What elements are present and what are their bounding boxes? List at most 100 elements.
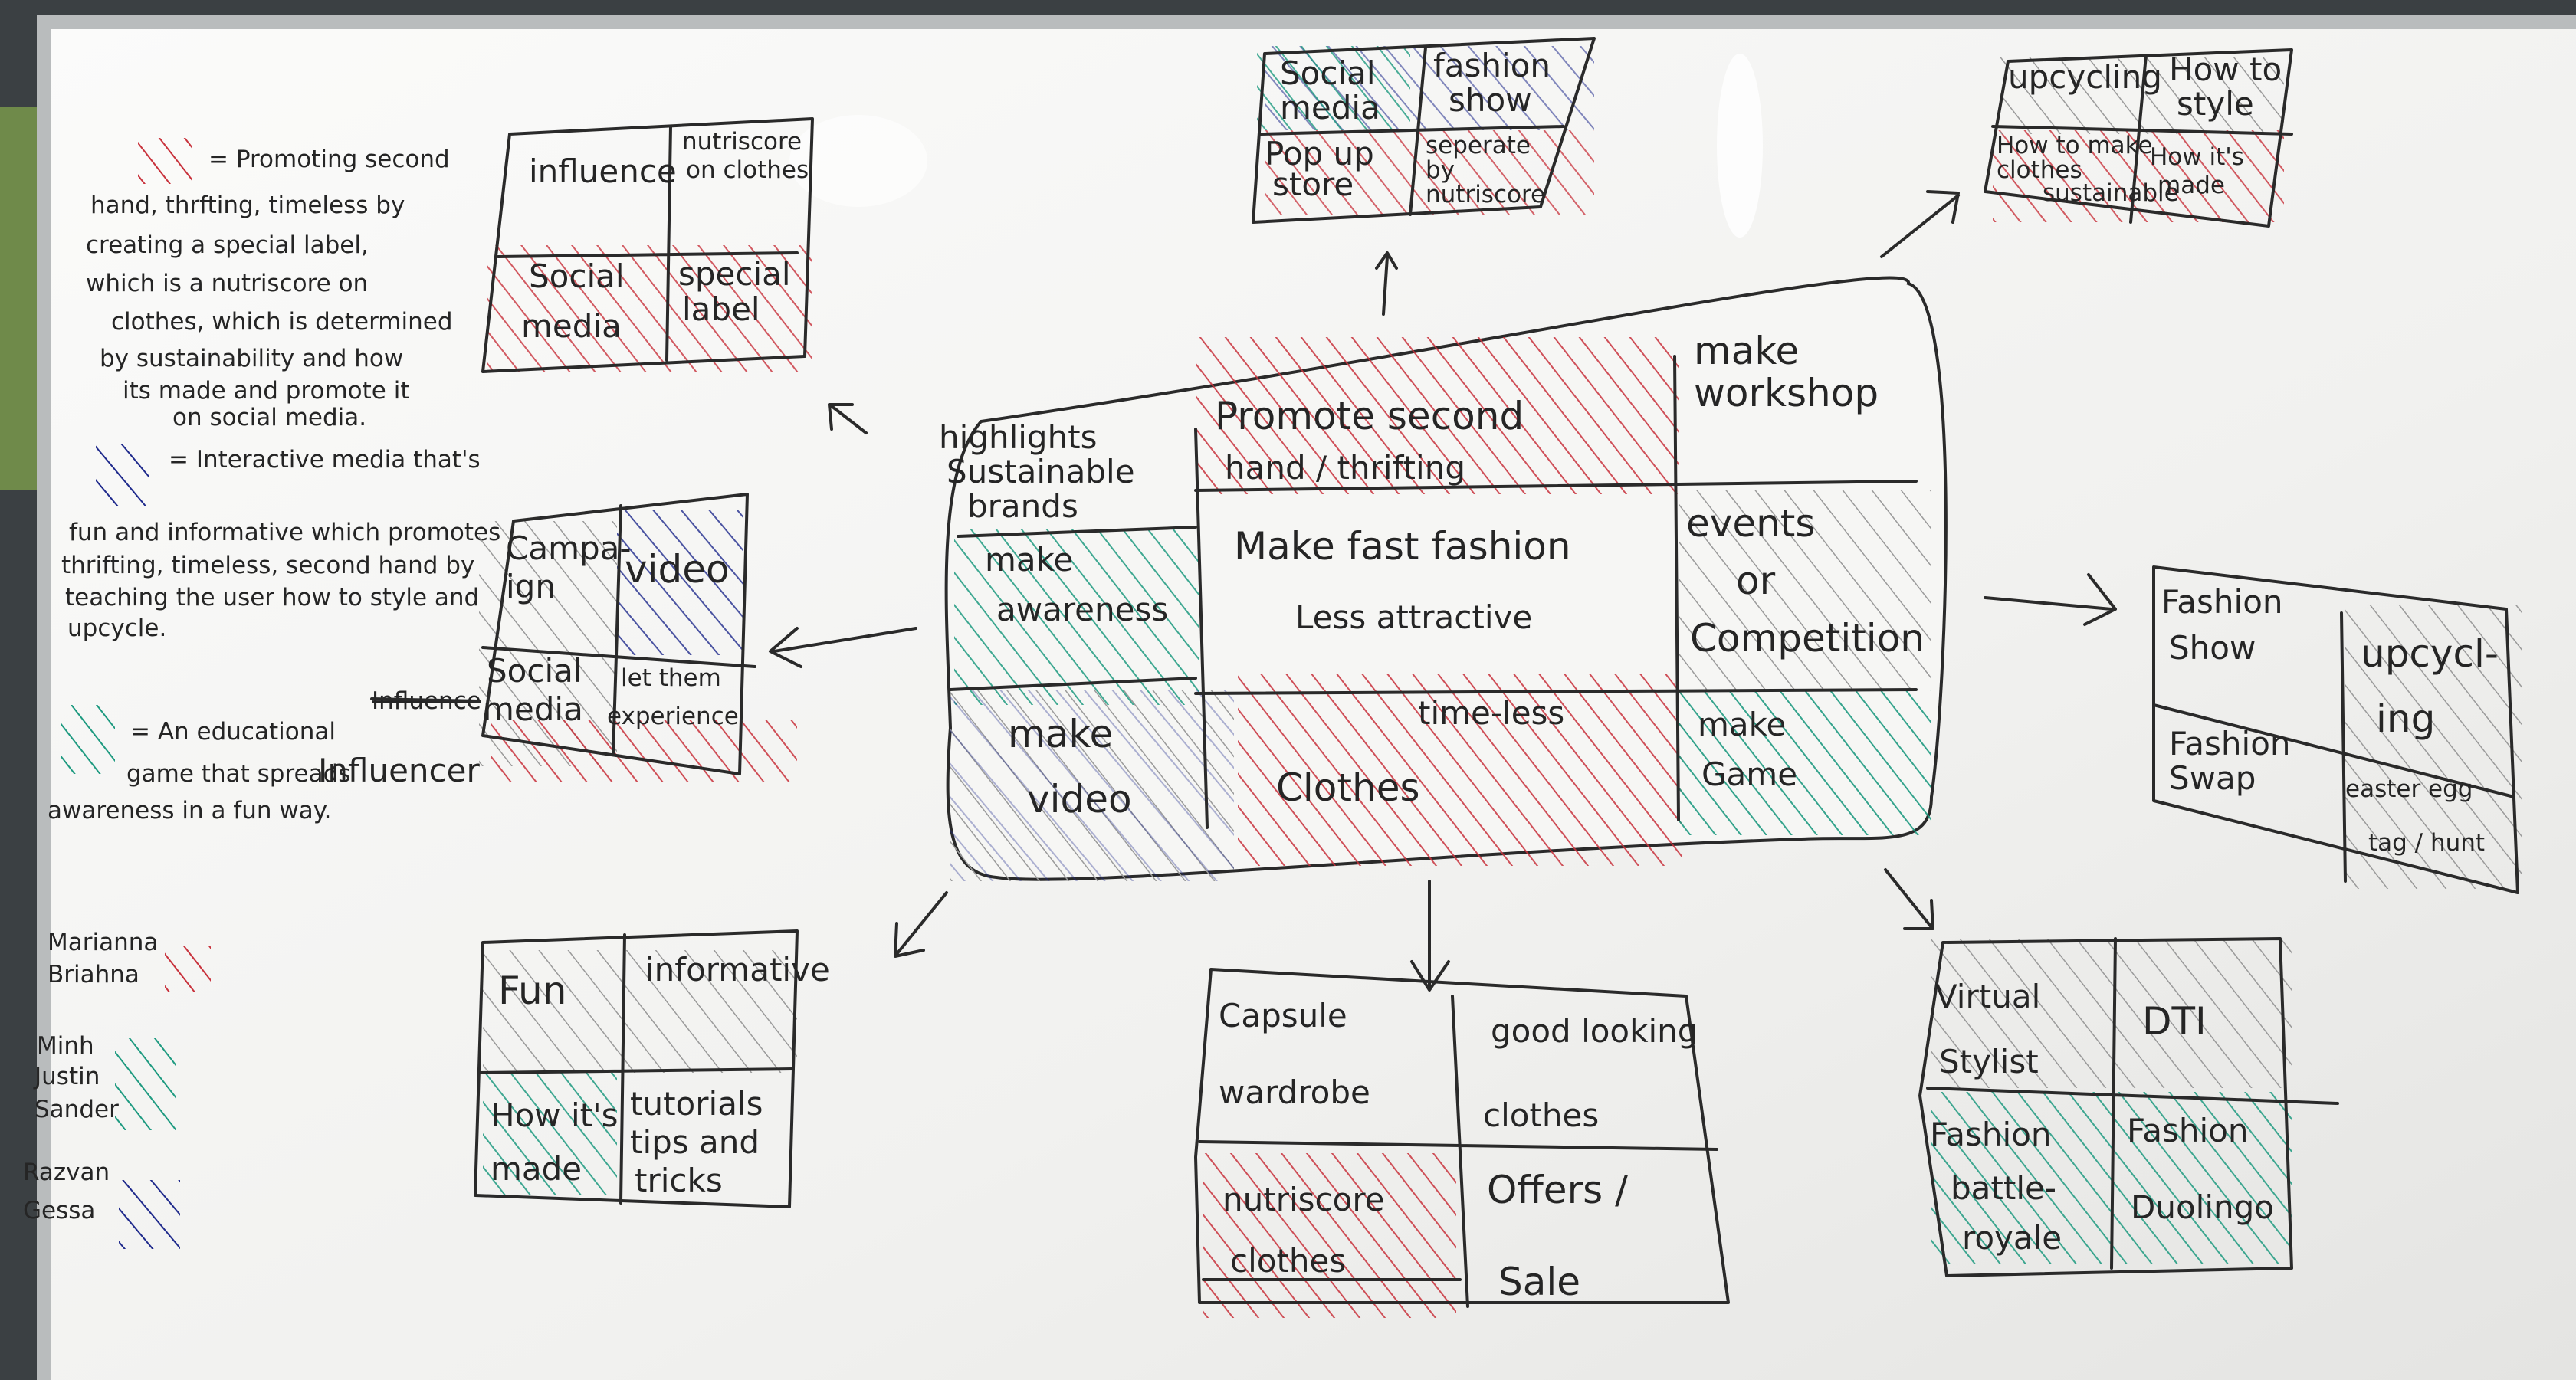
grid-cell-text: battle- [1951, 1169, 2056, 1207]
hub-cell-text: make [1698, 706, 1786, 743]
grid-cell-text: good looking [1491, 1012, 1698, 1050]
hub-cell-text: Sustainable [947, 453, 1135, 490]
team-teal-name: Sander [34, 1096, 119, 1123]
grid-cell-text: nutriscore [1222, 1181, 1385, 1218]
team-red-name: Briahna [48, 961, 139, 988]
grid-cell-text: Capsule [1219, 997, 1347, 1034]
team-blue-name: Razvan [23, 1159, 110, 1186]
grid-cell-text: media [1280, 89, 1380, 126]
idea-grid-game: Virtual Stylist DTI Fashion battle- roya… [1918, 937, 2339, 1277]
grid-cell-text: tutorials [630, 1085, 763, 1123]
grid-cell-text: clothes [1483, 1096, 1599, 1134]
grid-cell-text: style [2177, 85, 2254, 123]
hub-cell-text: Game [1701, 756, 1797, 793]
hub-cell-text: Make fast fashion [1234, 524, 1571, 569]
hub-cell-text: highlights [939, 418, 1098, 456]
hub-cell-text: workshop [1694, 371, 1879, 415]
grid-cell-text: fashion [1433, 47, 1551, 84]
legend-blue: = Interactive media that's fun and infor… [61, 444, 500, 642]
arrow-down-left [894, 891, 948, 958]
legend-red-line: hand, thrfting, timeless by [90, 192, 405, 219]
arrow-up [1375, 251, 1398, 316]
grid-cell-text: tips and [630, 1123, 760, 1161]
legend-teal-line: awareness in a fun way. [48, 797, 332, 824]
grid-cell-text: Stylist [1939, 1043, 2039, 1080]
hub-cell-text: make [985, 541, 1073, 579]
grid-cell-text: store [1272, 166, 1354, 203]
grid-cell-text: Campa- [506, 529, 632, 567]
hub-cell-text: Promote second [1215, 394, 1524, 438]
grid-cell-text: media [483, 690, 583, 728]
grid-cell-text: made [491, 1150, 582, 1188]
grid-cell-text: tag / hunt [2368, 829, 2485, 857]
legend-red-line: creating a special label, [86, 231, 369, 259]
arrow-down-right [1884, 868, 1934, 930]
legend-red-line: = Promoting second [208, 146, 450, 173]
grid-cell-text: Fashion [2169, 725, 2291, 762]
legend-blue-line: thrifting, timeless, second hand by [61, 552, 474, 579]
arrow-right [1984, 573, 2117, 626]
grid-cell-text: clothes [1997, 156, 2082, 184]
arrows [769, 190, 2117, 992]
legend-teal: = An educational game that spreads aware… [48, 705, 350, 824]
legend: = Promoting second hand, thrfting, timel… [48, 138, 500, 824]
grid-cell-text: nutriscore [682, 128, 802, 156]
grid-cell-text: upcycling [2008, 58, 2162, 96]
legend-red-line: on social media. [172, 404, 366, 431]
arrow-left [769, 627, 917, 668]
legend-red-line: clothes, which is determined [111, 308, 453, 336]
grid-cell-text: Fashion [1930, 1116, 2052, 1153]
hub-cell-text: time-less [1418, 694, 1564, 732]
grid-cell-text: Pop up [1265, 135, 1374, 172]
grid-cell-text: How it's [491, 1096, 619, 1134]
team-blue-name: Gessa [23, 1197, 95, 1224]
hub-cell-text: hand / thrifting [1225, 449, 1465, 487]
grid-cell-text: let them [621, 664, 721, 692]
center-hub: highlights Sustainable brands Promote se… [939, 276, 1948, 881]
hub-cell-text: or [1736, 559, 1776, 603]
grid-cell-text: How to make [1997, 132, 2153, 159]
grid-cell-text: Fun [498, 969, 566, 1013]
legend-blue-line: = Interactive media that's [169, 446, 481, 474]
grid-cell-text: Virtual [1935, 978, 2040, 1015]
hub-cell-text: events [1686, 501, 1815, 546]
grid-cell-text: Swap [2169, 759, 2256, 797]
grid-cell-text: informative [645, 951, 830, 988]
grid-cell-text: nutriscore [1426, 181, 1545, 208]
grid-cell-text: influence [529, 152, 677, 190]
legend-red-line: by sustainability and how [100, 345, 403, 372]
hub-cell-text: Clothes [1276, 765, 1420, 810]
hub-cell-text: Competition [1690, 616, 1925, 660]
team-red-name: Marianna [48, 929, 158, 956]
legend-blue-line: upcycle. [67, 615, 166, 642]
team-teal-name: Justin [33, 1063, 100, 1090]
grid-cell-text: experience [607, 703, 739, 730]
team-teal-name: Minh [37, 1032, 94, 1060]
legend-blue-line: teaching the user how to style and [65, 584, 479, 611]
grid-cell-text: ign [506, 568, 556, 605]
grid-cell-text: royale [1962, 1219, 2062, 1257]
grid-cell-text: easter egg [2345, 775, 2473, 803]
grid-cell-text: Sale [1498, 1260, 1580, 1304]
grid-cell-text: special [678, 255, 791, 293]
grid-cell-text: ing [2376, 697, 2435, 741]
legend-red-line: which is a nutriscore on [86, 270, 368, 297]
grid-cell-text: DTI [2142, 999, 2207, 1044]
grid-cell-text: Fashion [2127, 1112, 2249, 1149]
arrow-down [1410, 880, 1450, 992]
grid-cell-text: clothes [1230, 1242, 1346, 1280]
hub-cell-text: make [1008, 712, 1113, 756]
grid-cell-text: Offers / [1487, 1168, 1628, 1212]
arrow-up-right [1880, 190, 1960, 258]
grid-cell-text: media [521, 307, 622, 345]
grid-cell-text: label [682, 290, 760, 328]
idea-grid-influence: influence nutriscore on clothes Social m… [481, 117, 814, 373]
grid-cell-text: How to [2169, 51, 2282, 88]
grid-cell-text: Duolingo [2131, 1188, 2274, 1226]
hub-cell-text: brands [967, 487, 1078, 525]
grid-cell-text: Social [529, 257, 625, 295]
legend-red-line: its made and promote it [123, 377, 409, 405]
grid-cell-text: seperate [1426, 132, 1531, 159]
grid-cell-text: sustainable [2043, 179, 2179, 207]
